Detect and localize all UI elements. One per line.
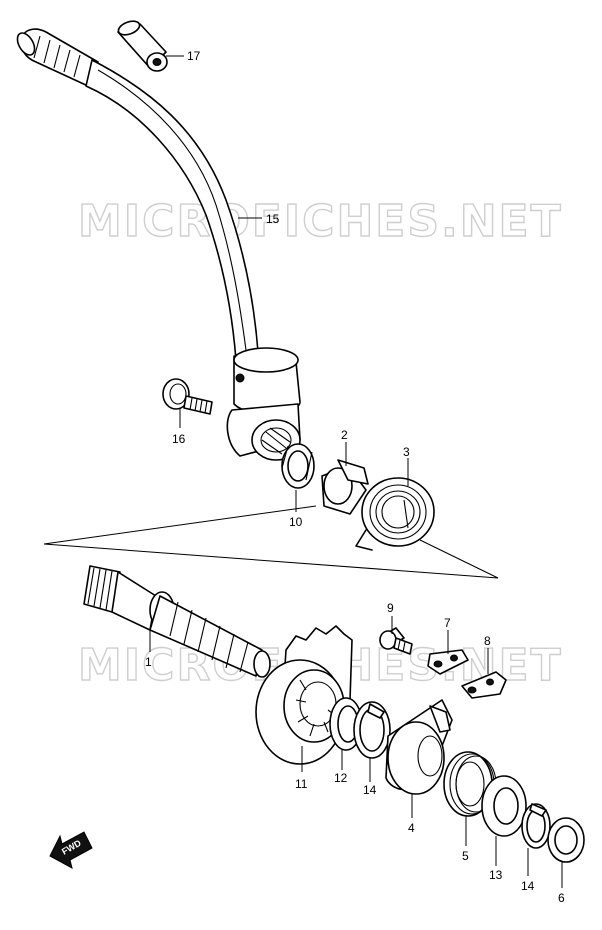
callout-17: 17 bbox=[187, 49, 201, 63]
callout-4: 4 bbox=[408, 821, 415, 835]
part-15-kick-lever bbox=[16, 28, 301, 461]
part-7-stopper-plate bbox=[427, 649, 469, 675]
part-17-lever-cap bbox=[117, 20, 168, 72]
part-8-stopper-plate bbox=[461, 671, 507, 699]
part-14-circlip-a bbox=[353, 701, 391, 759]
part-2-guide bbox=[321, 459, 369, 515]
part-14-circlip-b bbox=[521, 803, 551, 849]
callout-9: 9 bbox=[387, 601, 394, 615]
callout-labels: 17 15 16 2 3 10 1 9 7 8 11 12 14 4 5 13 … bbox=[145, 49, 565, 905]
part-1-shaft bbox=[83, 565, 271, 678]
callout-12: 12 bbox=[334, 771, 348, 785]
part-4-ratchet bbox=[385, 699, 453, 795]
callout-16: 16 bbox=[172, 432, 186, 446]
part-10-bushing bbox=[281, 443, 315, 489]
callout-15: 15 bbox=[266, 212, 280, 226]
leader-lines bbox=[149, 55, 563, 888]
callout-13: 13 bbox=[489, 868, 503, 882]
callout-5: 5 bbox=[462, 849, 469, 863]
part-16-bolt bbox=[162, 378, 213, 415]
callout-3: 3 bbox=[403, 445, 410, 459]
part-6-washer bbox=[547, 817, 585, 863]
callout-2: 2 bbox=[341, 428, 348, 442]
watermark-top: MICROFICHES.NET bbox=[78, 196, 563, 247]
part-11-drive-gear bbox=[255, 625, 353, 765]
callout-14-a: 14 bbox=[363, 783, 377, 797]
callout-14-b: 14 bbox=[521, 879, 535, 893]
part-3-spring bbox=[355, 477, 435, 551]
callout-8: 8 bbox=[484, 634, 491, 648]
fwd-arrow-icon: FWD bbox=[49, 831, 93, 869]
callout-7: 7 bbox=[444, 616, 451, 630]
callout-1: 1 bbox=[145, 655, 152, 669]
part-13-washer bbox=[481, 775, 527, 837]
part-9-bolt bbox=[379, 627, 413, 655]
callout-11: 11 bbox=[295, 777, 308, 791]
callout-6: 6 bbox=[558, 891, 565, 905]
callout-10: 10 bbox=[289, 515, 303, 529]
